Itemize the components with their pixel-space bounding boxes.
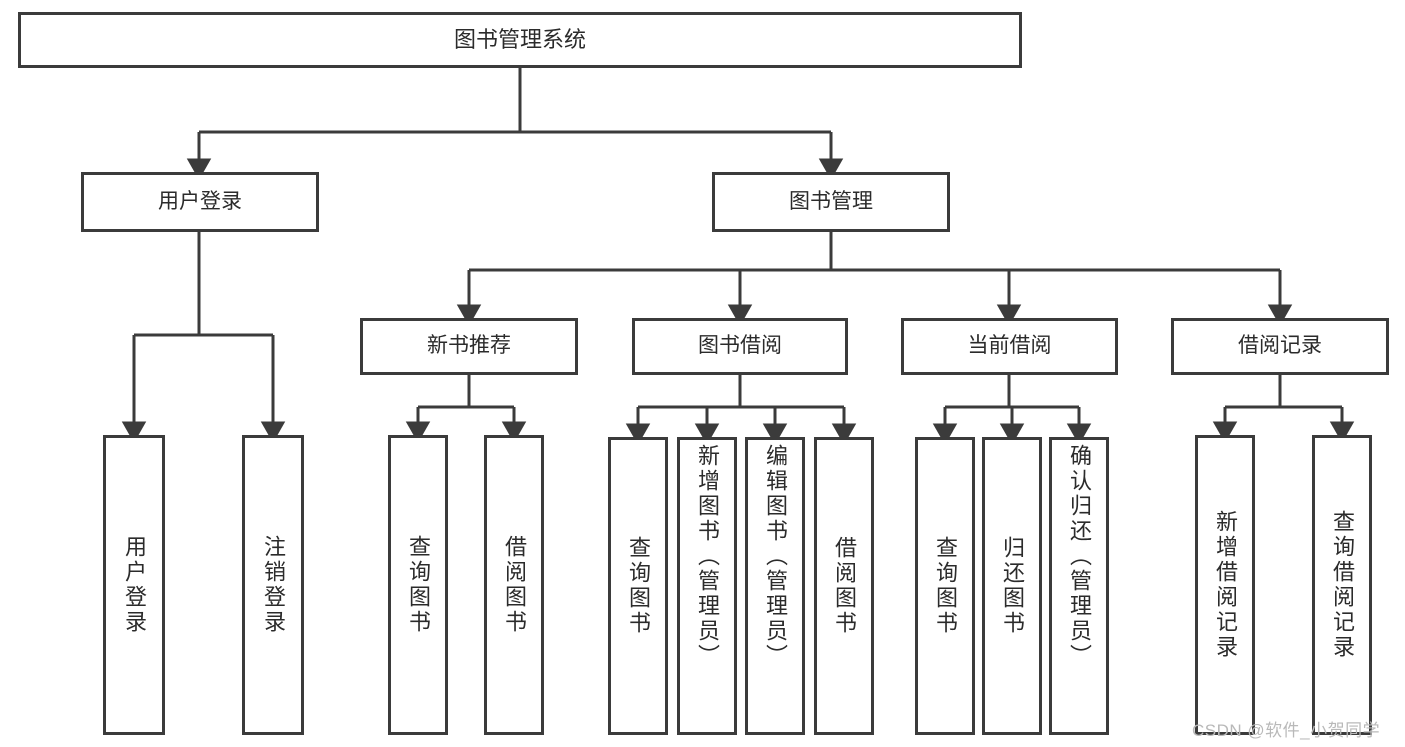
node-user-login-label: 用户登录 — [158, 189, 242, 213]
node-leaf-return-book[interactable]: 归还图书 — [982, 437, 1042, 735]
node-new-book-recommend[interactable]: 新书推荐 — [360, 318, 578, 375]
node-book-manage[interactable]: 图书管理 — [712, 172, 950, 232]
node-leaf-edit-book[interactable]: 编辑图书（管理员） — [745, 437, 805, 735]
node-leaf-query-book-3[interactable]: 查询图书 — [915, 437, 975, 735]
node-leaf-add-book[interactable]: 新增图书（管理员） — [677, 437, 737, 735]
node-leaf-query-book-3-label: 查询图书 — [933, 536, 958, 636]
node-borrow-record-label: 借阅记录 — [1238, 334, 1322, 358]
node-current-borrow[interactable]: 当前借阅 — [901, 318, 1118, 375]
node-book-borrow[interactable]: 图书借阅 — [632, 318, 848, 375]
node-leaf-borrow-book-1-label: 借阅图书 — [502, 535, 527, 635]
node-leaf-logout[interactable]: 注销登录 — [242, 435, 304, 735]
node-leaf-query-record[interactable]: 查询借阅记录 — [1312, 435, 1372, 735]
node-leaf-user-login[interactable]: 用户登录 — [103, 435, 165, 735]
node-leaf-return-book-label: 归还图书 — [1000, 536, 1025, 636]
node-leaf-add-record[interactable]: 新增借阅记录 — [1195, 435, 1255, 735]
node-leaf-query-book-2-label: 查询图书 — [626, 536, 651, 636]
node-leaf-logout-label: 注销登录 — [261, 535, 286, 635]
node-leaf-query-book-2[interactable]: 查询图书 — [608, 437, 668, 735]
node-book-manage-label: 图书管理 — [789, 189, 873, 213]
node-root-label: 图书管理系统 — [453, 27, 586, 53]
node-leaf-confirm-return[interactable]: 确认归还（管理员） — [1049, 437, 1109, 735]
node-book-borrow-label: 图书借阅 — [698, 334, 782, 358]
node-leaf-query-book-1[interactable]: 查询图书 — [388, 435, 448, 735]
node-borrow-record[interactable]: 借阅记录 — [1171, 318, 1389, 375]
node-leaf-borrow-book-2-label: 借阅图书 — [832, 536, 857, 636]
node-user-login[interactable]: 用户登录 — [81, 172, 319, 232]
node-leaf-add-book-label: 新增图书（管理员） — [695, 444, 720, 669]
node-leaf-user-login-label: 用户登录 — [122, 535, 147, 635]
node-root[interactable]: 图书管理系统 — [18, 12, 1022, 68]
node-new-book-recommend-label: 新书推荐 — [427, 334, 511, 358]
csdn-watermark: CSDN @软件_小贺同学 — [1192, 721, 1381, 740]
node-leaf-borrow-book-2[interactable]: 借阅图书 — [814, 437, 874, 735]
node-leaf-add-record-label: 新增借阅记录 — [1213, 510, 1238, 660]
node-current-borrow-label: 当前借阅 — [967, 334, 1052, 358]
node-leaf-query-record-label: 查询借阅记录 — [1330, 510, 1355, 660]
node-leaf-edit-book-label: 编辑图书（管理员） — [763, 444, 788, 669]
node-leaf-query-book-1-label: 查询图书 — [406, 535, 431, 635]
node-leaf-borrow-book-1[interactable]: 借阅图书 — [484, 435, 544, 735]
node-leaf-confirm-return-label: 确认归还（管理员） — [1067, 444, 1092, 669]
